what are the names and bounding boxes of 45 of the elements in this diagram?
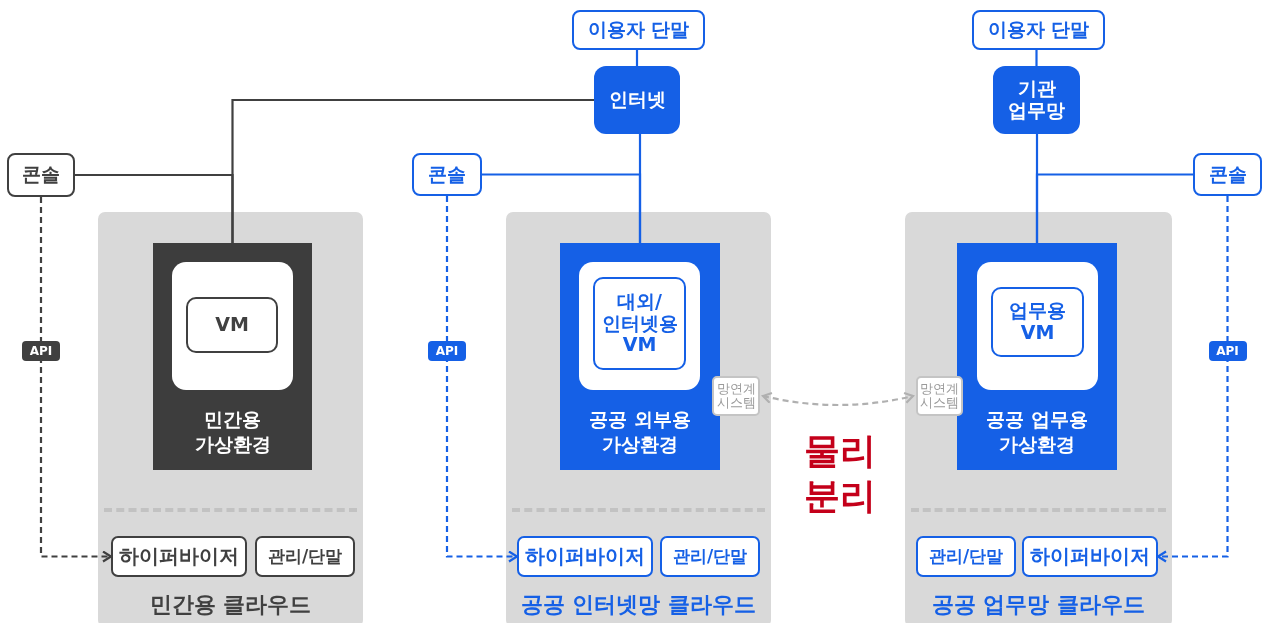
- connector-line: [75, 173, 234, 243]
- connector-line: [1035, 173, 1193, 243]
- environment-title: 공공 외부용 가상환경: [588, 407, 692, 457]
- gateway-box: 망연계 시스템: [916, 376, 963, 416]
- edge-label: API: [22, 341, 60, 361]
- connector-line: [1035, 50, 1038, 66]
- vm-card: [579, 262, 700, 390]
- connector-line: [482, 173, 642, 243]
- cloud-panel: [506, 212, 771, 623]
- connector-line: [635, 50, 639, 66]
- label-box: 콘솔: [412, 153, 482, 196]
- vm-card: [172, 262, 293, 390]
- vm-box: 대외/ 인터넷용 VM: [593, 277, 686, 370]
- vm-card: [977, 262, 1098, 390]
- gateway-box: 망연계 시스템: [712, 376, 760, 416]
- cloud-panel: [98, 212, 363, 623]
- double-arrow: [761, 391, 915, 407]
- vm-box: 업무용 VM: [991, 287, 1084, 357]
- vm-box: VM: [186, 297, 278, 353]
- management-box: 관리/단말: [916, 536, 1016, 577]
- cloud-panel: [905, 212, 1172, 623]
- environment-title: 민간용 가상환경: [193, 407, 272, 457]
- panel-title: 공공 업무망 클라우드: [930, 591, 1147, 619]
- label-box: 콘솔: [1193, 153, 1262, 196]
- label-box: 이용자 단말: [572, 10, 705, 50]
- hypervisor-box: 하이퍼바이저: [517, 536, 653, 577]
- label-box: 이용자 단말: [972, 10, 1105, 50]
- panel-title: 공공 인터넷망 클라우드: [519, 591, 758, 619]
- separation-label: 물리 분리: [803, 429, 877, 518]
- management-box: 관리/단말: [255, 536, 355, 577]
- environment-title: 공공 업무용 가상환경: [985, 407, 1089, 457]
- hypervisor-box: 하이퍼바이저: [1022, 536, 1158, 577]
- hypervisor-box: 하이퍼바이저: [111, 536, 247, 577]
- arrow: [1156, 196, 1229, 563]
- network-box: 인터넷: [594, 66, 680, 134]
- arrow: [445, 196, 519, 563]
- arrow: [39, 197, 113, 563]
- environment-box: [957, 243, 1117, 470]
- management-box: 관리/단말: [660, 536, 760, 577]
- network-box: 기관 업무망: [993, 66, 1080, 134]
- environment-box: [153, 243, 312, 470]
- edge-label: API: [428, 341, 466, 361]
- panel-title: 민간용 클라우드: [148, 591, 313, 619]
- console-box: 콘솔: [7, 153, 75, 197]
- edge-label: API: [1208, 341, 1247, 361]
